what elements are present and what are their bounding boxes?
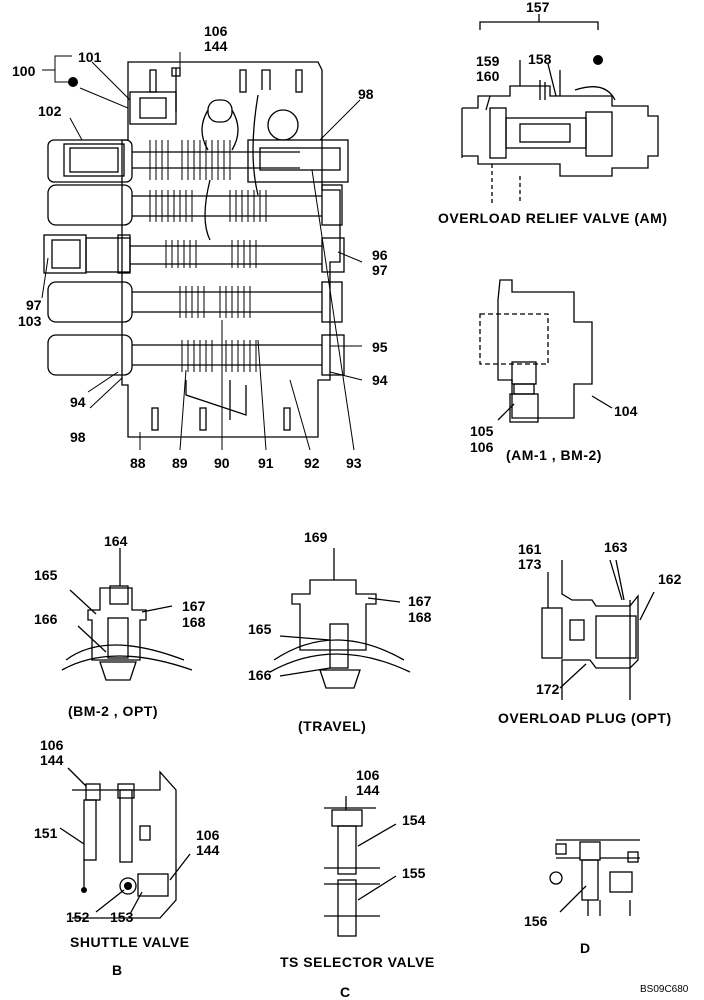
detail-d-drawing: [549, 839, 640, 916]
callout-104: 104: [614, 403, 638, 419]
callout-162: 162: [658, 571, 682, 587]
callout-106: 106: [196, 827, 220, 843]
callout-155: 155: [402, 865, 426, 881]
callout-173: 173: [518, 556, 542, 572]
callout-163: 163: [604, 539, 628, 555]
callout-91: 91: [258, 455, 274, 471]
caption-overload-plug: OVERLOAD PLUG (OPT): [498, 710, 672, 726]
callout-90: 90: [214, 455, 230, 471]
callout-106: 106: [470, 439, 494, 455]
caption-am1-bm2: (AM-1 , BM-2): [506, 447, 602, 463]
callout-151: 151: [34, 825, 58, 841]
callout-165: 165: [248, 621, 272, 637]
callout-165: 165: [34, 567, 58, 583]
callout-103: 103: [18, 313, 42, 329]
overload-plug-drawing: [541, 559, 655, 700]
callout-101: 101: [78, 49, 102, 65]
callout-93: 93: [346, 455, 362, 471]
callout-166: 166: [248, 667, 272, 683]
callout-154: 154: [402, 812, 426, 828]
callout-168: 168: [182, 614, 206, 630]
callout-96: 96: [372, 247, 388, 263]
callout-156: 156: [524, 913, 548, 929]
callout-168: 168: [408, 609, 432, 625]
am1-bm2-drawing: [479, 279, 613, 423]
spool-row-2: [47, 184, 343, 226]
callout-106: 106: [356, 767, 380, 783]
callout-106: 106: [204, 23, 228, 39]
callout-106: 106: [40, 737, 64, 753]
callout-97: 97: [26, 297, 42, 313]
spool-row-5: [47, 334, 345, 376]
caption-travel: (TRAVEL): [298, 718, 367, 734]
callout-169: 169: [304, 529, 328, 545]
caption-overload-relief-valve: OVERLOAD RELIEF VALVE (AM): [438, 210, 668, 226]
spool-row-1: [47, 139, 349, 183]
marker-dot: [593, 55, 603, 65]
callout-161: 161: [518, 541, 542, 557]
spool-row-3: [43, 234, 345, 274]
drawing-code: BS09C680: [640, 984, 689, 995]
marker-dot: [68, 77, 78, 87]
main-leader-lines: [41, 52, 363, 451]
callout-167: 167: [408, 593, 432, 609]
callout-102: 102: [38, 103, 62, 119]
callout-94: 94: [372, 372, 388, 388]
callout-98: 98: [358, 86, 374, 102]
callout-153: 153: [110, 909, 134, 925]
callout-95: 95: [372, 339, 388, 355]
callout-144: 144: [204, 38, 228, 54]
callout-98: 98: [70, 429, 86, 445]
callout-144: 144: [356, 782, 380, 798]
callout-144: 144: [40, 752, 64, 768]
callout-166: 166: [34, 611, 58, 627]
callout-97: 97: [372, 262, 388, 278]
view-label-b: B: [112, 962, 123, 978]
callout-88: 88: [130, 455, 146, 471]
travel-drawing: [269, 548, 411, 689]
callout-159: 159: [476, 53, 500, 69]
callout-158: 158: [528, 51, 552, 67]
caption-shuttle-valve: SHUTTLE VALVE: [70, 934, 190, 950]
callout-105: 105: [470, 423, 494, 439]
callout-100: 100: [12, 63, 36, 79]
overload-relief-valve-drawing: [461, 14, 659, 204]
callout-164: 164: [104, 533, 128, 549]
ts-selector-valve-drawing: [324, 796, 397, 937]
view-label-c: C: [340, 984, 351, 1000]
main-control-valve-drawing: [43, 61, 349, 438]
shuttle-valve-drawing: [59, 767, 191, 919]
callout-157: 157: [526, 0, 550, 15]
callout-92: 92: [304, 455, 320, 471]
spool-row-4: [47, 281, 343, 323]
caption-bm2-opt: (BM-2 , OPT): [68, 703, 158, 719]
callout-89: 89: [172, 455, 188, 471]
callout-160: 160: [476, 68, 500, 84]
callout-94: 94: [70, 394, 86, 410]
callout-172: 172: [536, 681, 560, 697]
bm2-opt-drawing: [61, 548, 193, 681]
callout-167: 167: [182, 598, 206, 614]
view-label-d: D: [580, 940, 591, 956]
callout-144: 144: [196, 842, 220, 858]
callout-152: 152: [66, 909, 90, 925]
caption-ts-selector-valve: TS SELECTOR VALVE: [280, 954, 435, 970]
